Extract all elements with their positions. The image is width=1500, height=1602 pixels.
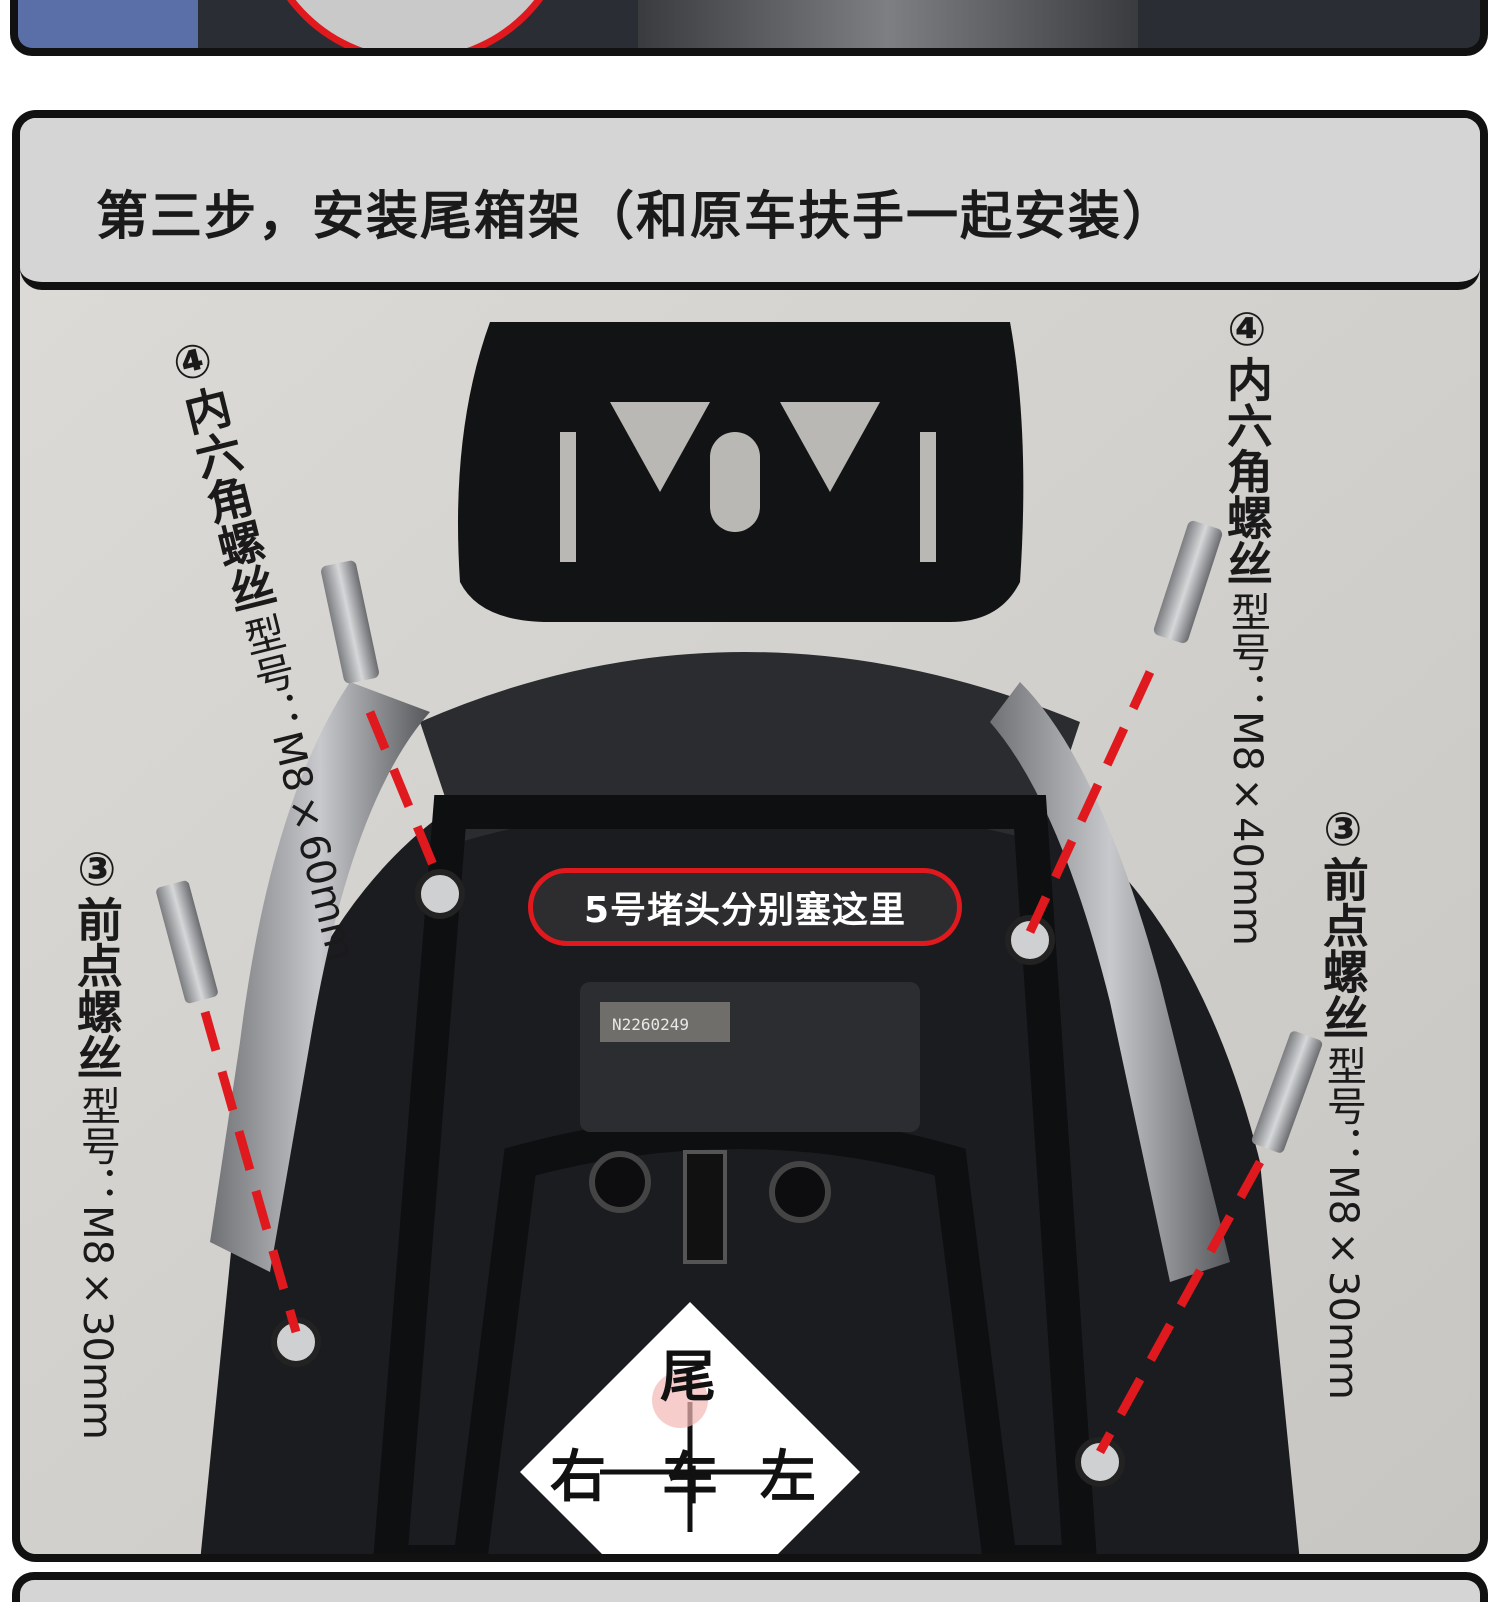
guide-line — [1025, 670, 1155, 934]
next-step-strip — [12, 1572, 1488, 1602]
round-button — [589, 1151, 651, 1213]
hex-socket-bolt-left — [321, 560, 379, 684]
step-title: 第三步，安装尾箱架（和原车扶手一起安装） — [96, 187, 1177, 247]
step-header: 第三步，安装尾箱架（和原车扶手一起安装） — [20, 118, 1480, 290]
direction-car: 车 — [662, 1446, 718, 1512]
flange-bolt-right — [1251, 1031, 1323, 1153]
bolt-name: ③前点螺丝 — [1315, 802, 1370, 1040]
touch-indicator — [652, 1372, 708, 1428]
license-plate — [600, 1002, 730, 1042]
rack-illustration: N2260249 — [20, 282, 1480, 1554]
bolt-name: ③前点螺丝 — [69, 842, 124, 1080]
round-button — [769, 1161, 831, 1223]
flange-bolt-left — [156, 880, 218, 1004]
bolt-model: 型号：M8×30mm — [73, 1085, 120, 1440]
guide-line — [200, 1010, 301, 1334]
direction-left: 左 — [760, 1444, 816, 1510]
plate-number: N2260249 — [612, 1015, 689, 1034]
label-left-bottom: ③前点螺丝 型号：M8×30mm — [69, 842, 124, 1440]
step-three-panel: 第三步，安装尾箱架（和原车扶手一起安装） — [12, 110, 1488, 1562]
mount-hole — [1005, 915, 1055, 965]
rack-frame — [373, 795, 1097, 1554]
bolt-model: 型号：M8×30mm — [1319, 1045, 1366, 1400]
previous-step-photo-strip — [10, 0, 1488, 56]
latch — [683, 1150, 727, 1264]
hex-socket-bolt-right — [1153, 520, 1223, 644]
right-handrail — [990, 682, 1230, 1282]
direction-head: 头 — [662, 1542, 718, 1554]
plate-cutout — [710, 432, 760, 532]
label-right-top: ④内六角螺丝 型号：M8×40mm — [1219, 302, 1274, 946]
plug-callout: 5号堵头分别塞这里 — [528, 868, 962, 946]
highlight-circle — [258, 0, 572, 48]
plate-cutout — [610, 402, 710, 492]
plate-slot — [920, 432, 936, 562]
label-right-bottom: ③前点螺丝 型号：M8×30mm — [1315, 802, 1370, 1400]
plate-slot — [560, 432, 576, 562]
glove-region — [18, 0, 198, 48]
direction-right: 右 — [550, 1444, 606, 1510]
guide-line — [1096, 1159, 1264, 1455]
install-photo: N2260249 — [20, 282, 1480, 1554]
bolt-model: 型号：M8×40mm — [1223, 591, 1270, 946]
guide-line — [365, 710, 445, 884]
plate-cutout — [780, 402, 880, 492]
mount-hole — [1075, 1437, 1125, 1487]
mount-hole — [415, 869, 465, 919]
left-handrail — [210, 682, 430, 1272]
bolt-name: ④内六角螺丝 — [1219, 302, 1274, 586]
metal-part-region — [638, 0, 1138, 48]
direction-tail: 尾 — [660, 1344, 716, 1410]
seat — [420, 652, 1080, 842]
